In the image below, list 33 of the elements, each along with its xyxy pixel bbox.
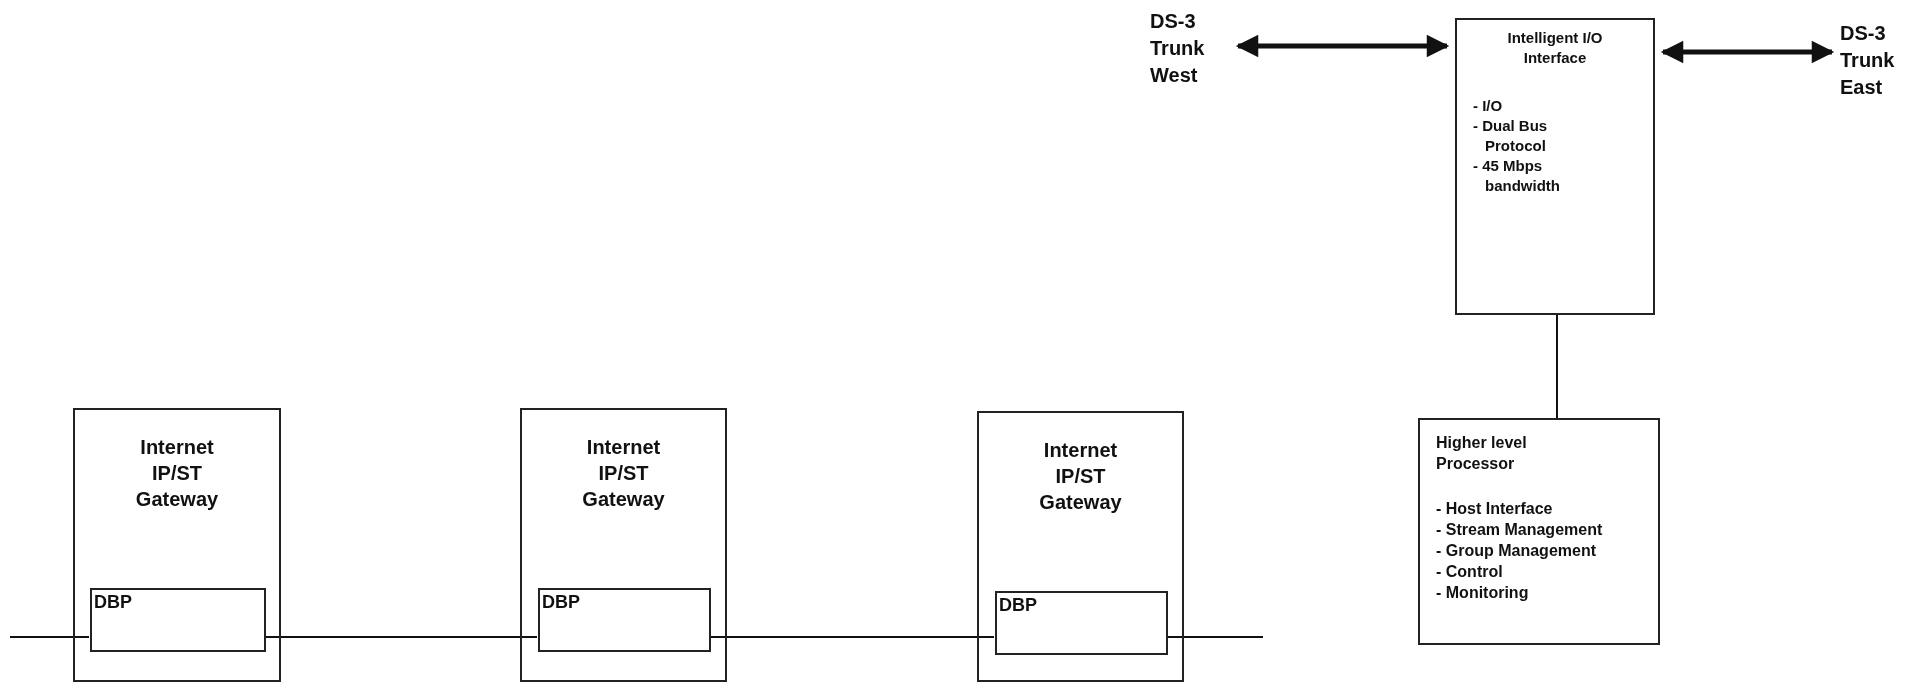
gateway-box xyxy=(977,411,1184,682)
connector-line xyxy=(709,636,995,638)
feature-item: - Monitoring xyxy=(1436,583,1530,603)
gateway-label: Internet IP/ST Gateway xyxy=(1038,438,1123,515)
connector-line xyxy=(264,636,538,638)
interface-box xyxy=(1455,18,1655,315)
connector-line xyxy=(1556,314,1558,419)
gateway-box xyxy=(520,408,727,682)
feature-item: - Dual Bus Protocol xyxy=(1473,116,1549,156)
connector-line xyxy=(9,636,90,638)
feature-item: - Control xyxy=(1436,562,1504,582)
dbp-box xyxy=(538,588,711,652)
dbp-box xyxy=(90,588,266,652)
trunk-label: DS-3 Trunk West xyxy=(1150,9,1206,88)
dbp-label: DBP xyxy=(541,591,581,613)
gateway-label: Internet IP/ST Gateway xyxy=(134,435,220,512)
dbp-label: DBP xyxy=(998,594,1038,616)
feature-item: - Host Interface xyxy=(1436,499,1554,519)
dbp-label: DBP xyxy=(93,591,133,613)
trunk-label: DS-3 Trunk East xyxy=(1840,21,1896,100)
box-heading: Intelligent I/O Interface xyxy=(1506,28,1604,68)
feature-item: - 45 Mbps bandwidth xyxy=(1473,156,1561,196)
feature-item: - Stream Management xyxy=(1436,520,1604,540)
dbp-box xyxy=(995,591,1168,655)
gateway-box xyxy=(73,408,281,682)
connector-line xyxy=(1166,636,1264,638)
double-arrow xyxy=(1660,40,1835,64)
processor-box xyxy=(1418,418,1660,645)
box-heading: Higher level Processor xyxy=(1435,433,1528,474)
feature-item: - Group Management xyxy=(1436,541,1597,561)
feature-item: - I/O xyxy=(1473,96,1504,116)
gateway-label: Internet IP/ST Gateway xyxy=(581,435,666,512)
double-arrow xyxy=(1235,34,1450,58)
